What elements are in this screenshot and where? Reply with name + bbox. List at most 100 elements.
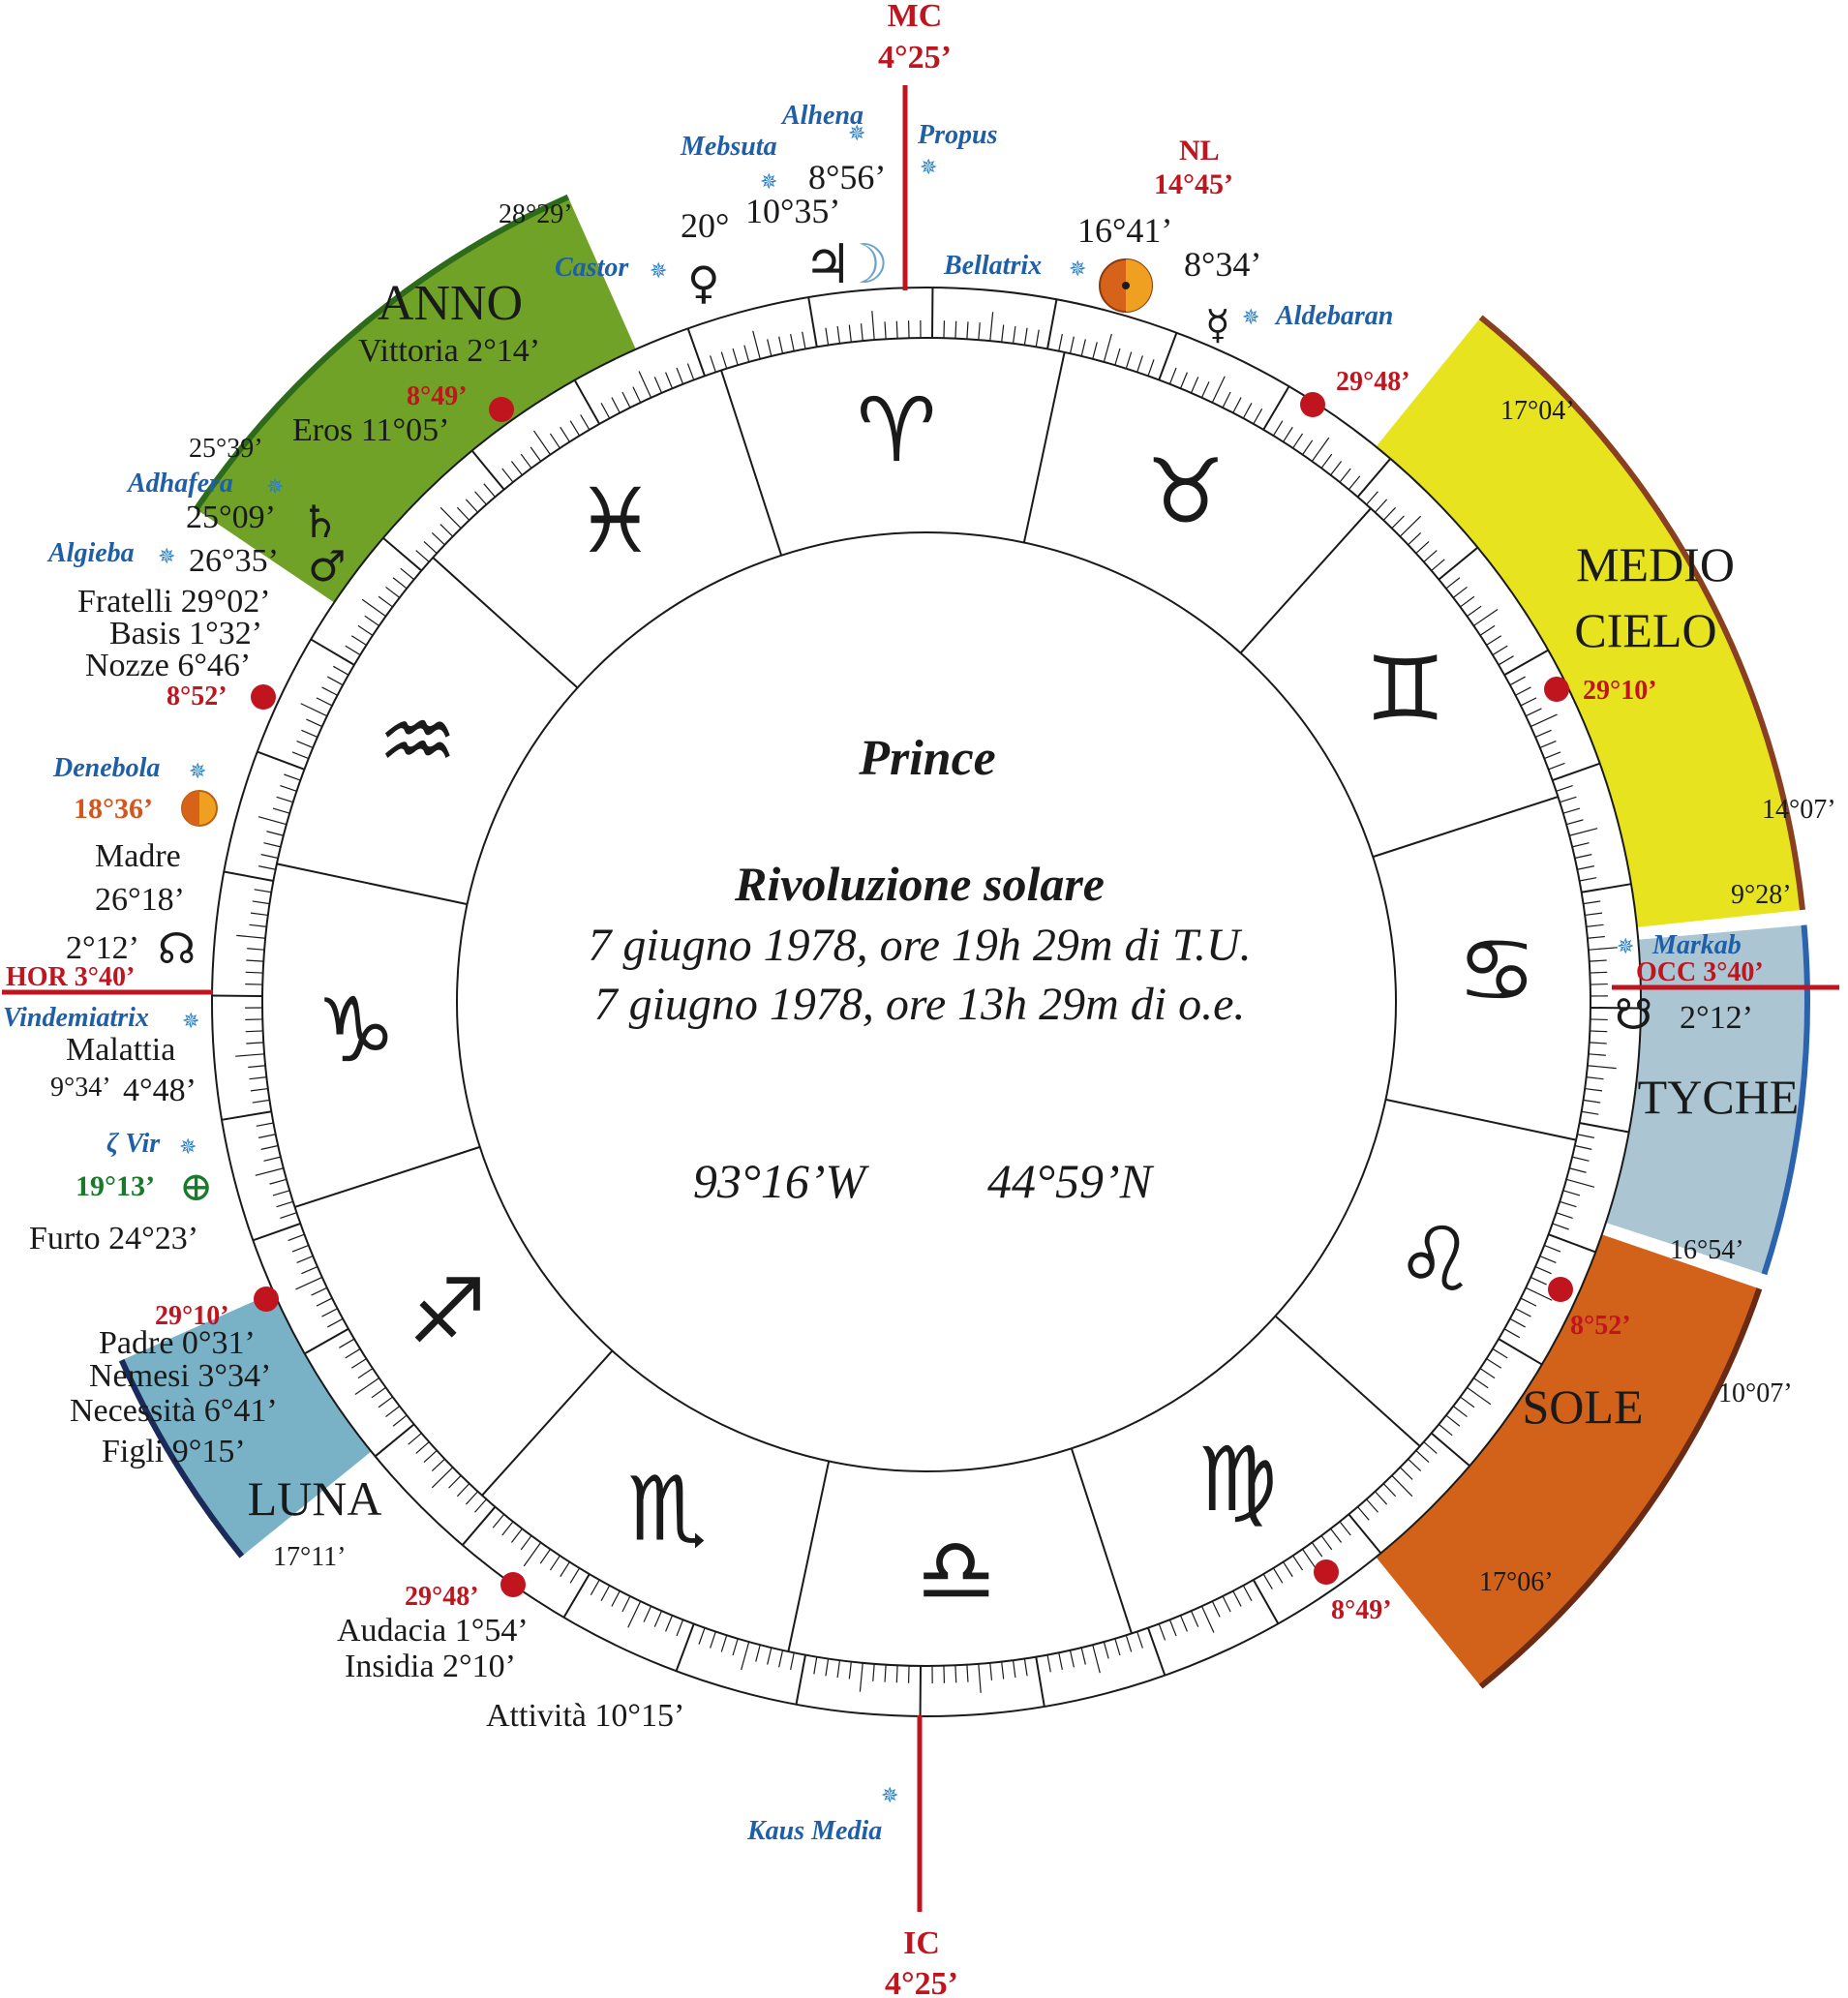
- saturn-icon: ♄: [300, 496, 340, 548]
- degree-tick: [1509, 676, 1526, 686]
- degree-tick: [1103, 333, 1112, 363]
- degree-tick: [1520, 697, 1537, 707]
- star-zeta-vir-label: ζ Vir: [106, 1129, 161, 1159]
- degree-tick: [1562, 1190, 1581, 1196]
- degree-tick: [1479, 1368, 1496, 1379]
- degree-tick: [1348, 475, 1361, 491]
- degree-tick: [1581, 883, 1632, 893]
- degree-tick: [327, 1317, 344, 1328]
- degree-tick: [1125, 1635, 1133, 1652]
- degree-tick: [385, 1406, 401, 1418]
- degree-tick: [1158, 1623, 1166, 1641]
- degree-tick: [1080, 1647, 1086, 1665]
- nl-degree: 14°45’: [1154, 168, 1233, 200]
- degree-tick: [807, 296, 818, 348]
- degree-tick: [1242, 403, 1253, 419]
- degree-tick: [361, 598, 386, 618]
- sector-medio-cielo: [1352, 317, 1803, 931]
- degree-tick: [1586, 923, 1604, 927]
- degree-tick: [288, 1233, 305, 1242]
- star-adhafera-label: Adhafera: [126, 469, 233, 499]
- degree-tick: [1382, 506, 1397, 521]
- degree-tick: [280, 1212, 297, 1219]
- degree-tick: [1565, 819, 1584, 826]
- anno-end: 28°29’: [499, 199, 573, 229]
- lot-audacia: Audacia 1°54’: [337, 1613, 529, 1649]
- degree-tick: [250, 912, 268, 917]
- sector-sole-edge: [1478, 1287, 1763, 1689]
- lot-fratelli: Fratelli 29°02’: [77, 584, 271, 620]
- star-icon: ✵: [1069, 257, 1086, 281]
- degree-tick: [1520, 1297, 1537, 1307]
- degree-tick: [1035, 329, 1040, 348]
- occ-label: OCC 3°40’: [1636, 957, 1764, 987]
- degree-tick: [1283, 1561, 1293, 1578]
- degree-tick: [966, 321, 969, 340]
- degree-tick: [248, 1065, 266, 1069]
- degree-tick: [461, 1505, 497, 1546]
- degree-tick: [1503, 1328, 1521, 1339]
- star-icon: ✵: [182, 1009, 199, 1033]
- degree-tick: [1583, 1099, 1601, 1104]
- degree-tick: [1556, 1212, 1573, 1219]
- lot-nozze: Nozze 6°46’: [85, 648, 251, 683]
- degree-tick: [252, 900, 270, 905]
- degree-tick: [1571, 1156, 1590, 1162]
- degree-tick: [1001, 324, 1005, 343]
- degree-tick: [1509, 1317, 1526, 1328]
- star-propus-label: Propus: [917, 120, 998, 150]
- lot-basis: Basis 1°32’: [109, 616, 262, 651]
- degree-tick: [611, 1590, 621, 1607]
- degree-tick: [621, 1595, 631, 1613]
- degree-tick: [280, 785, 297, 792]
- degree-tick: [1262, 1573, 1273, 1589]
- star-algieba-label: Algieba: [46, 538, 135, 568]
- star-icon: ✵: [266, 474, 284, 499]
- degree-tick: [1590, 971, 1608, 974]
- longitude: 93°16’W: [693, 1154, 870, 1208]
- cusp-label: 8°52’: [1570, 1311, 1631, 1341]
- sector-medio-title: MEDIO: [1576, 537, 1735, 591]
- degree-tick: [1179, 372, 1188, 389]
- degree-tick: [249, 1076, 267, 1080]
- degree-tick: [260, 854, 279, 860]
- degree-tick: [1200, 1605, 1215, 1633]
- degree-tick: [260, 1144, 279, 1150]
- degree-tick: [1503, 649, 1549, 677]
- degree-tick: [431, 531, 445, 546]
- degree-tick: [1467, 1386, 1492, 1406]
- ic-label: IC: [903, 1925, 940, 1961]
- degree-tick: [698, 1627, 706, 1645]
- sign-gemini-icon: ♊: [1366, 638, 1445, 742]
- degree-tick: [1492, 1347, 1508, 1359]
- degree-tick: [1460, 1396, 1475, 1408]
- degree-tick: [1092, 1644, 1101, 1674]
- degree-tick: [392, 1414, 408, 1427]
- degree-tick: [1498, 1338, 1543, 1366]
- star-icon: ✵: [760, 169, 777, 194]
- degree-tick: [1366, 491, 1378, 505]
- degree-tick: [291, 1244, 309, 1253]
- star-icon: ✵: [1242, 305, 1259, 329]
- sign-aquarius-icon: ♒: [378, 689, 457, 793]
- degree-tick: [825, 327, 830, 346]
- degree-tick: [1262, 385, 1290, 431]
- degree-tick: [252, 1099, 270, 1104]
- lot-furto: Furto 24°23’: [29, 1221, 198, 1256]
- degree-tick: [1585, 1087, 1603, 1092]
- degree-tick: [1190, 1610, 1199, 1627]
- degree-tick: [1548, 1233, 1596, 1254]
- sole-end: 10°07’: [1718, 1378, 1793, 1408]
- lot-malattia: Malattia: [66, 1032, 175, 1068]
- sign-pisces-icon: ♓: [575, 469, 654, 573]
- degree-tick: [778, 336, 784, 354]
- degree-tick: [1445, 577, 1461, 590]
- sign-virgo-icon: ♍: [1197, 1428, 1277, 1531]
- sole-start: 17°06’: [1479, 1567, 1554, 1597]
- sector-anno-edge: [194, 194, 570, 511]
- degree-tick: [1092, 342, 1098, 360]
- ic-degree: 4°25’: [885, 1966, 958, 1998]
- degree-tick: [1330, 461, 1343, 476]
- degree-tick: [954, 320, 957, 339]
- degree-tick: [263, 1156, 282, 1162]
